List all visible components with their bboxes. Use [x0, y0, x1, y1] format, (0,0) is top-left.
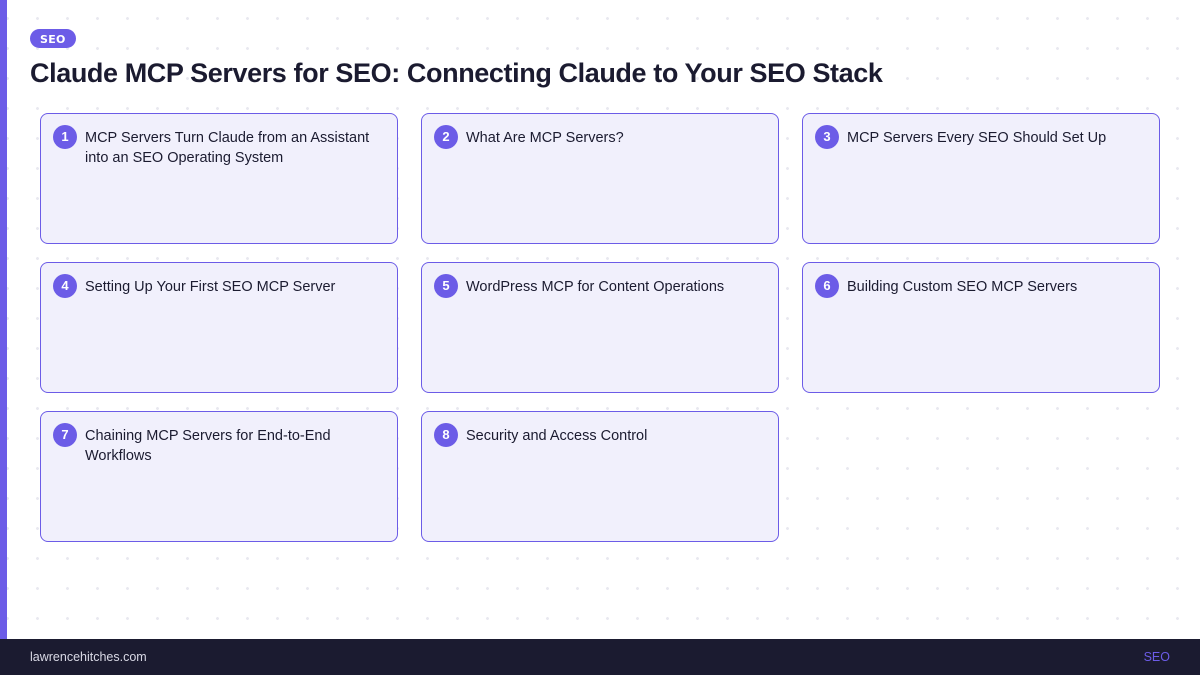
section-title: Chaining MCP Servers for End-to-End Work… — [85, 428, 331, 464]
section-card: 1 MCP Servers Turn Claude from an Assist… — [40, 113, 398, 244]
section-card: 6 Building Custom SEO MCP Servers — [802, 262, 1160, 393]
section-title: Building Custom SEO MCP Servers — [847, 279, 1078, 295]
section-card: 3 MCP Servers Every SEO Should Set Up — [802, 113, 1160, 244]
footer-site-link[interactable]: lawrencehitches.com — [30, 650, 147, 664]
section-number-badge: 5 — [434, 274, 458, 298]
section-title: Security and Access Control — [466, 428, 648, 444]
section-card: 4 Setting Up Your First SEO MCP Server — [40, 262, 398, 393]
section-card: 8 Security and Access Control — [421, 411, 779, 542]
section-number-badge: 4 — [53, 274, 77, 298]
section-number-badge: 8 — [434, 423, 458, 447]
section-number-badge: 3 — [815, 125, 839, 149]
section-card: 7 Chaining MCP Servers for End-to-End Wo… — [40, 411, 398, 542]
section-card: 2 What Are MCP Servers? — [421, 113, 779, 244]
footer-category-tag: SEO — [1143, 650, 1170, 664]
page-title: Claude MCP Servers for SEO: Connecting C… — [30, 58, 883, 88]
section-title: What Are MCP Servers? — [466, 130, 624, 146]
category-tag: SEO — [30, 29, 76, 48]
section-number-badge: 7 — [53, 423, 77, 447]
section-title: WordPress MCP for Content Operations — [466, 279, 725, 295]
section-card-grid: 1 MCP Servers Turn Claude from an Assist… — [40, 113, 1160, 542]
section-number-badge: 2 — [434, 125, 458, 149]
section-title: Setting Up Your First SEO MCP Server — [85, 279, 336, 295]
section-card: 5 WordPress MCP for Content Operations — [421, 262, 779, 393]
footer-bar: lawrencehitches.com SEO — [0, 639, 1200, 675]
left-accent-bar — [0, 0, 7, 639]
section-number-badge: 1 — [53, 125, 77, 149]
section-number-badge: 6 — [815, 274, 839, 298]
section-title: MCP Servers Turn Claude from an Assistan… — [85, 130, 370, 166]
section-title: MCP Servers Every SEO Should Set Up — [847, 130, 1107, 146]
